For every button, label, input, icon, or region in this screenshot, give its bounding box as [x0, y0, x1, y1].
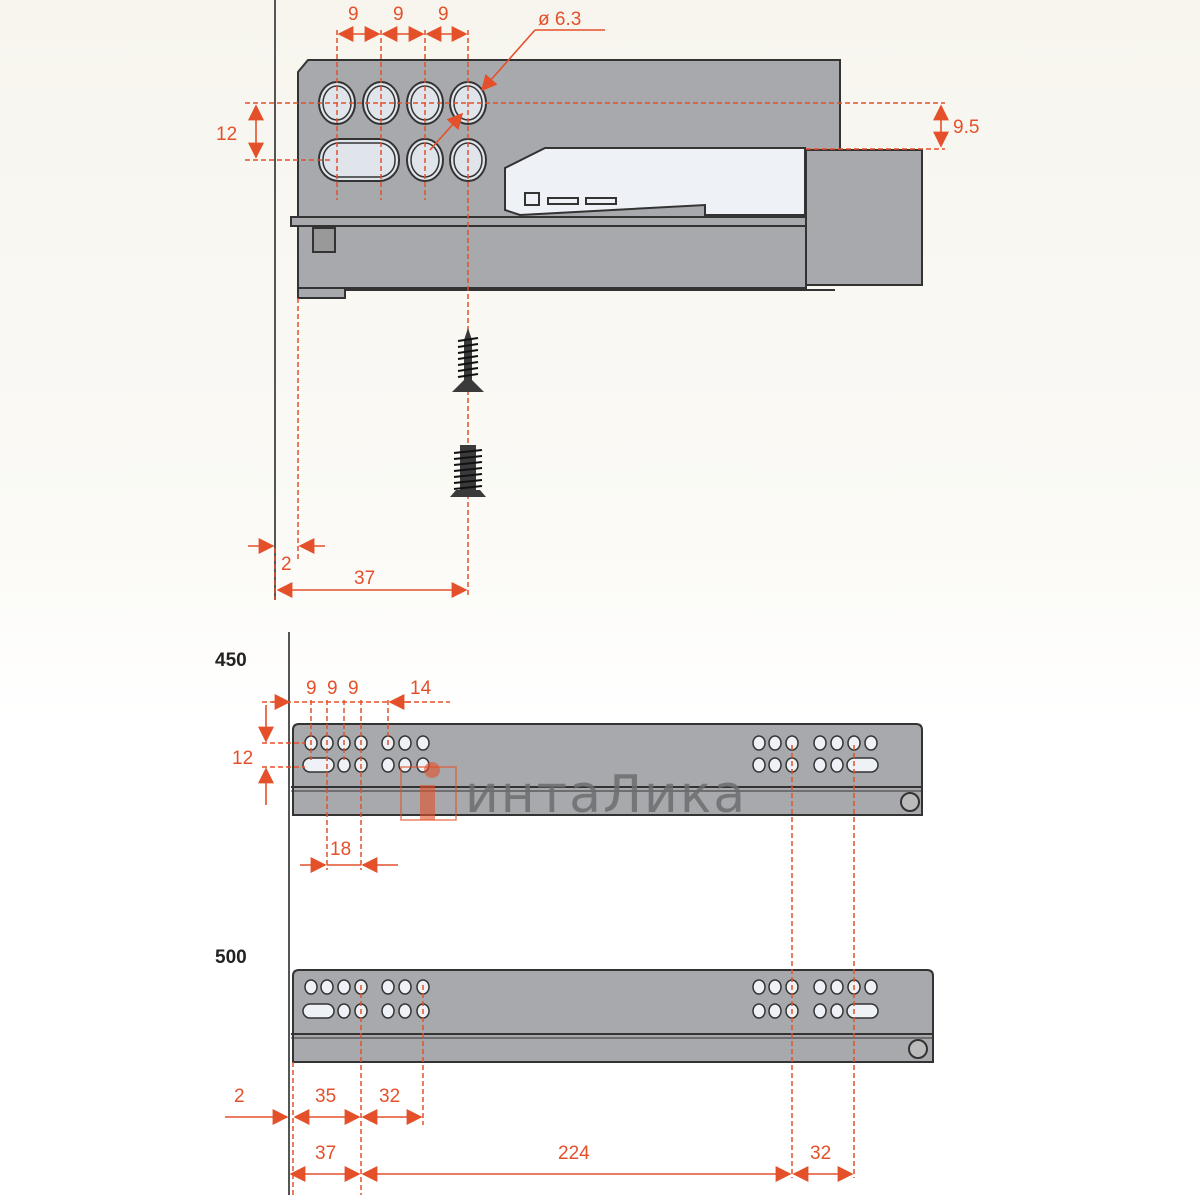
mounting-hole [398, 735, 412, 751]
slot-spacing-label: 18 [330, 839, 351, 860]
bottom-dimensions: 2 35 32 37 224 32 [225, 745, 855, 1195]
mounting-hole [304, 979, 318, 995]
wall-gap-label: 2 [234, 1086, 245, 1107]
mounting-hole [768, 1003, 782, 1019]
runner-rail-450 [291, 723, 923, 816]
mounting-slot [846, 1003, 879, 1019]
pitch-label: 9 [306, 678, 317, 699]
intalika-watermark-logo: интаЛика [400, 762, 747, 825]
watermark-text: интаЛика [465, 765, 747, 825]
mounting-hole [813, 979, 827, 995]
mounting-hole [416, 735, 430, 751]
wood-screw-icon [452, 328, 484, 392]
rail-450-dimensions: 9 9 9 14 12 18 [232, 678, 450, 873]
mounting-hole [752, 735, 766, 751]
pitch-label: 9 [327, 678, 338, 699]
mounting-hole [864, 735, 878, 751]
top-dimensions: 9 9 9 ø 6.3 12 9.5 2 37 [216, 4, 979, 600]
mounting-slot [302, 757, 335, 773]
mounting-hole [398, 1003, 412, 1019]
rail-length-450: 450 [215, 650, 247, 671]
rear-distance-label: 32 [810, 1143, 831, 1164]
rail-offset-label: 9.5 [953, 117, 979, 138]
mounting-hole [752, 757, 766, 773]
mounting-hole [768, 979, 782, 995]
mounting-hole [752, 979, 766, 995]
pitch-label: 9 [348, 678, 359, 699]
hole-diameter-label: ø 6.3 [538, 9, 581, 30]
mounting-hole [381, 757, 395, 773]
mounting-hole [768, 757, 782, 773]
euro-screw-icon [450, 445, 486, 497]
locking-clip [504, 147, 806, 217]
mounting-hole [813, 1003, 827, 1019]
mounting-hole [813, 757, 827, 773]
second-hole-label: 32 [379, 1086, 400, 1107]
pitch-label: 9 [438, 4, 449, 25]
mounting-hole [864, 979, 878, 995]
rail-length-500: 500 [215, 947, 247, 968]
mounting-slot [302, 1003, 335, 1019]
runner-bracket-closeup [290, 59, 923, 299]
row-spacing-label: 12 [216, 124, 237, 145]
mounting-hole [768, 735, 782, 751]
mounting-hole [337, 757, 351, 773]
mounting-hole [381, 1003, 395, 1019]
mounting-slot [846, 757, 879, 773]
mounting-hole [830, 735, 844, 751]
mounting-hole [381, 979, 395, 995]
mounting-hole [752, 1003, 766, 1019]
rail-screw-icon [900, 792, 920, 812]
mounting-hole [830, 979, 844, 995]
rail-screw-icon [908, 1039, 928, 1059]
front-distance-label: 37 [315, 1143, 336, 1164]
mounting-hole [830, 757, 844, 773]
pitch-label: 9 [348, 4, 359, 25]
offset-label: 14 [410, 678, 432, 699]
mounting-hole [337, 979, 351, 995]
mounting-hole [337, 1003, 351, 1019]
wall-gap-label: 2 [281, 554, 292, 575]
first-hole-label: 35 [315, 1086, 336, 1107]
mounting-hole [398, 757, 412, 773]
mounting-hole [813, 735, 827, 751]
pitch-label: 9 [393, 4, 404, 25]
mounting-hole [830, 1003, 844, 1019]
runner-rail-500 [291, 969, 934, 1063]
mounting-hole [398, 979, 412, 995]
row-spacing-label: 12 [232, 748, 253, 769]
screw-distance-label: 37 [354, 568, 375, 589]
middle-distance-label: 224 [558, 1143, 590, 1164]
mounting-hole [320, 979, 334, 995]
